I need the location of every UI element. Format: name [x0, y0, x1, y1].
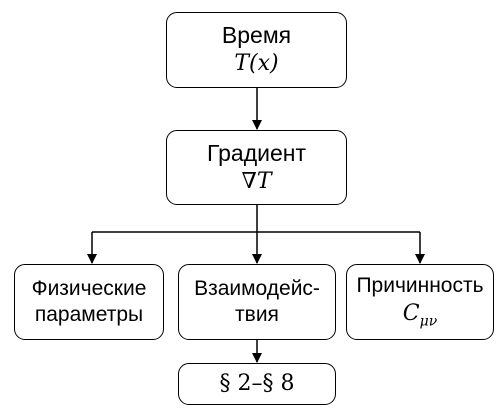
node-time-label: Время — [221, 22, 292, 49]
node-gradient-label: Градиент — [206, 139, 307, 166]
node-physical-parameters: Физические параметры — [14, 264, 164, 340]
node-interaction-line1: Взаимодейс- — [194, 276, 320, 300]
node-interactions: Взаимодейс- твия — [178, 264, 336, 340]
node-sections: § 2–§ 8 — [178, 363, 336, 405]
node-causality-formula: Cμν — [403, 300, 437, 331]
node-physical-line1: Физические — [31, 276, 147, 300]
node-sections-label: § 2–§ 8 — [219, 370, 295, 396]
node-time: Время T(x) — [166, 12, 347, 88]
node-gradient-formula: ∇T — [241, 168, 272, 194]
node-causality-formula-sub: μν — [419, 313, 438, 330]
node-causality-formula-base: C — [402, 300, 420, 326]
node-gradient: Градиент ∇T — [166, 130, 347, 205]
node-interaction-line2: твия — [235, 303, 279, 326]
node-causality-label: Причинность — [356, 274, 484, 298]
node-physical-line2: параметры — [34, 303, 144, 326]
node-time-formula: T(x) — [234, 51, 279, 77]
node-causality: Причинность Cμν — [346, 264, 494, 340]
